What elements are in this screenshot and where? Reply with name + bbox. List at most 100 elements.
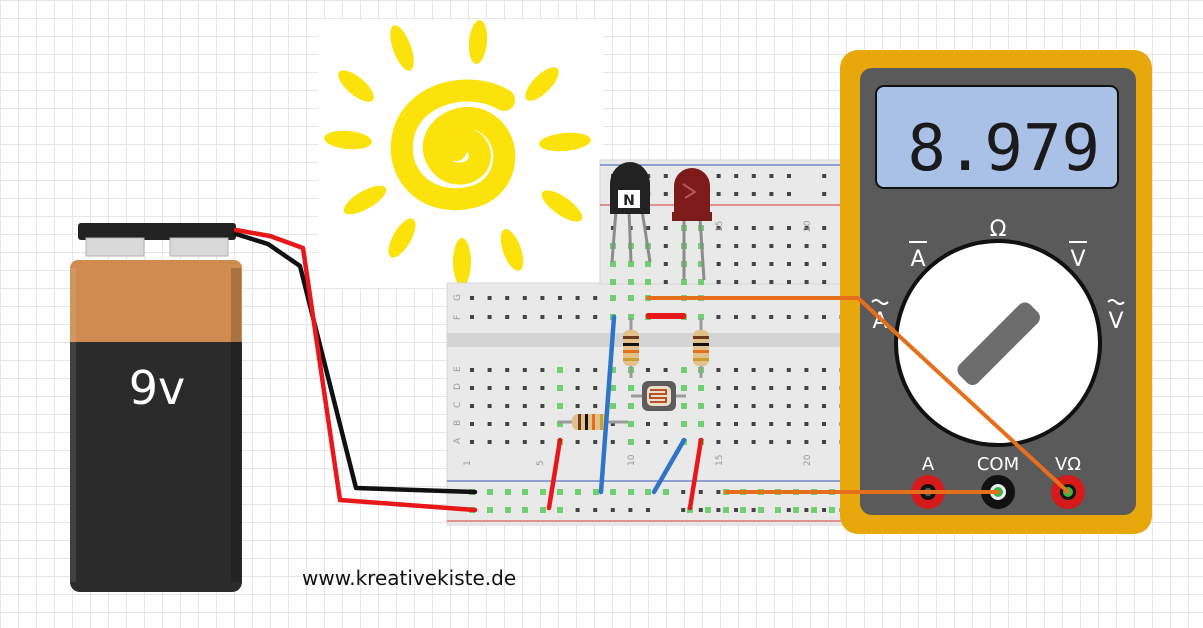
breadboard-hole xyxy=(804,226,809,230)
breadboard-hole xyxy=(822,244,827,248)
breadboard-hole xyxy=(822,174,827,178)
breadboard-hole xyxy=(628,508,633,512)
breadboard-hole xyxy=(487,440,492,444)
resistor-3 xyxy=(558,414,628,430)
breadboard-hole xyxy=(628,279,634,285)
breadboard-hole xyxy=(505,368,510,372)
breadboard-hole xyxy=(645,489,651,495)
breadboard-hole xyxy=(487,404,492,408)
breadboard-hole xyxy=(787,262,791,266)
breadboard-hole xyxy=(734,262,739,266)
breadboard-hole xyxy=(522,368,527,372)
breadboard-hole xyxy=(593,386,598,390)
breadboard-hole xyxy=(769,404,774,408)
breadboard-hole xyxy=(829,507,835,513)
breadboard-hole xyxy=(716,404,721,408)
row-letter: C xyxy=(453,402,463,408)
breadboard-hole xyxy=(593,368,598,372)
breadboard-hole xyxy=(646,422,650,426)
battery-wire-black xyxy=(233,231,478,495)
breadboard-hole xyxy=(822,422,826,426)
battery-label: 9v xyxy=(129,361,186,415)
breadboard-hole xyxy=(804,368,809,372)
breadboard-hole xyxy=(769,244,774,248)
breadboard-hole xyxy=(769,262,774,266)
row-letter: D xyxy=(453,383,463,390)
row-letter: E xyxy=(453,366,463,372)
breadboard-hole xyxy=(681,403,687,409)
breadboard-hole xyxy=(804,508,809,512)
breadboard-hole xyxy=(787,174,791,178)
breadboard-hole xyxy=(751,368,756,372)
breadboard-hole xyxy=(787,280,791,284)
breadboard-hole xyxy=(610,367,616,373)
breadboard-hole xyxy=(557,385,563,391)
breadboard-hole xyxy=(804,280,809,284)
column-number: 20 xyxy=(803,220,813,232)
breadboard-hole xyxy=(698,490,703,494)
breadboard-hole xyxy=(610,440,615,444)
breadboard-hole xyxy=(822,440,826,444)
breadboard-hole xyxy=(734,404,738,408)
breadboard-hole xyxy=(751,226,756,230)
breadboard-hole xyxy=(822,226,827,230)
breadboard-hole xyxy=(822,315,826,319)
breadboard-hole xyxy=(663,262,668,266)
breadboard-hole xyxy=(716,422,721,426)
breadboard-hole xyxy=(575,315,580,319)
breadboard-hole xyxy=(786,315,791,319)
breadboard-hole xyxy=(734,440,738,444)
breadboard-hole xyxy=(540,507,546,513)
column-number: 10 xyxy=(627,454,637,466)
breadboard-hole xyxy=(646,440,650,444)
breadboard-hole xyxy=(734,315,738,319)
breadboard-hole xyxy=(505,404,510,408)
breadboard-hole xyxy=(628,403,634,409)
breadboard-hole xyxy=(540,296,545,300)
website-url[interactable]: www.kreativekiste.de xyxy=(302,566,517,590)
breadboard-hole xyxy=(822,386,826,390)
breadboard-hole xyxy=(775,507,781,513)
row-letter: A xyxy=(453,437,463,444)
breadboard-hole xyxy=(734,192,739,196)
breadboard-hole xyxy=(470,440,474,444)
breadboard-hole xyxy=(786,404,791,408)
breadboard-hole xyxy=(751,280,756,284)
breadboard-hole xyxy=(698,279,704,285)
breadboard-hole xyxy=(663,489,669,495)
breadboard-hole xyxy=(751,192,756,196)
breadboard-hole xyxy=(522,386,527,390)
npn-transistor: N xyxy=(610,162,652,263)
column-number: 15 xyxy=(715,455,725,466)
breadboard-hole xyxy=(751,262,756,266)
breadboard-hole xyxy=(787,244,791,248)
breadboard-hole xyxy=(786,368,791,372)
breadboard-hole xyxy=(751,508,756,512)
breadboard-hole xyxy=(505,315,510,319)
breadboard-hole xyxy=(593,440,598,444)
battery-9v: 9v xyxy=(70,223,242,592)
breadboard-hole xyxy=(716,508,721,512)
breadboard-hole xyxy=(751,386,756,390)
breadboard-hole xyxy=(575,508,580,512)
breadboard-hole xyxy=(575,296,580,300)
breadboard-hole xyxy=(628,489,634,495)
breadboard-hole xyxy=(769,386,774,390)
breadboard-hole xyxy=(822,280,827,284)
breadboard-hole xyxy=(540,422,545,426)
breadboard-hole xyxy=(751,174,756,178)
breadboard-hole xyxy=(593,315,598,319)
breadboard-hole xyxy=(698,314,704,320)
breadboard-hole xyxy=(723,507,729,513)
breadboard-hole xyxy=(716,244,721,248)
breadboard-hole xyxy=(716,386,721,390)
breadboard-hole xyxy=(628,421,634,427)
breadboard-hole xyxy=(793,507,799,513)
breadboard-hole xyxy=(681,421,687,427)
breadboard-hole xyxy=(522,440,527,444)
breadboard-hole xyxy=(628,261,634,267)
breadboard-hole xyxy=(540,440,545,444)
breadboard-hole xyxy=(470,422,474,426)
resistor-2 xyxy=(693,318,709,378)
breadboard-hole xyxy=(734,422,738,426)
